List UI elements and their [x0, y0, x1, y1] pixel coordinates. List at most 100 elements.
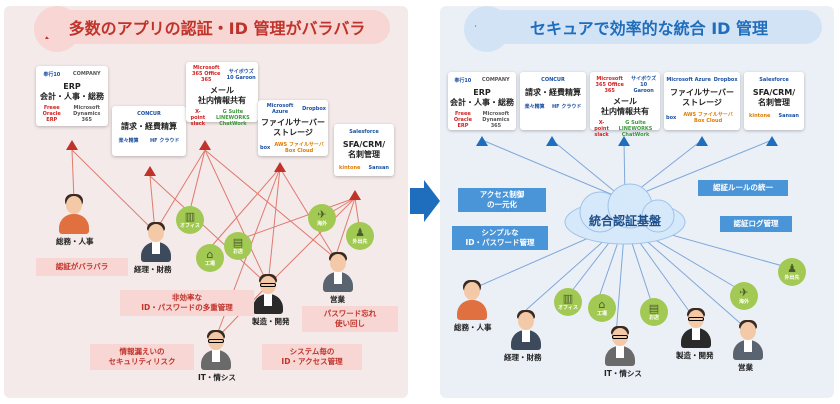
entry-point-icon [274, 162, 286, 172]
entry-point-icon [546, 136, 558, 146]
person-label: IT・情シス [604, 369, 642, 378]
logo-office365: Microsoft 365 Office 365 [192, 65, 221, 83]
factory-location-icon: ⌂工場 [196, 244, 224, 272]
problem-label: 非効率な ID・パスワードの多重管理 [120, 290, 254, 316]
logo-bugyo: 奉行10 [454, 77, 472, 84]
store-location-icon: ▤お店 [640, 298, 668, 326]
logo-garoon: サイボウズ 10 Garoon [631, 76, 657, 94]
logo-dynamics: Microsoft Dynamics 365 [73, 105, 101, 123]
office-location-icon: ▥オフィス [554, 288, 582, 316]
cloud-label: 統合認証基盤 [588, 214, 661, 228]
logo-xpoint: X-point slack [594, 120, 609, 138]
person-avatar [320, 252, 356, 294]
outside-location-icon: ♟外出先 [778, 258, 806, 286]
logo-concur: CONCUR [541, 77, 565, 83]
logo-dropbox: Dropbox [713, 77, 738, 83]
logo-freee-oracle: Freee Oracle ERP [453, 111, 472, 129]
benefit-label: 認証ログ管理 [720, 216, 792, 232]
app-card-sfa: Salesforce SFA/CRM/ 名刺管理 kintone Sansan [334, 124, 394, 176]
person-label: 営業 [330, 295, 345, 304]
logo-gsuite: G Suite LINEWORKS ChatWork [215, 109, 250, 127]
entry-point-icon [144, 166, 156, 176]
person-label: 製造・開発 [676, 351, 714, 360]
benefit-label: アクセス制御 の一元化 [458, 188, 546, 212]
logo-azure: Microsoft Azure [266, 103, 294, 115]
app-card-title: ERP 会計・人事・総務 [40, 82, 104, 101]
person-avatar [250, 274, 286, 316]
app-card-sfa: Salesforce SFA/CRM/ 名刺管理 kintone Sansan [744, 72, 804, 130]
entry-point-icon [349, 190, 361, 200]
logo-gsuite: G Suite LINEWORKS ChatWork [618, 120, 653, 138]
logo-dynamics: Microsoft Dynamics 365 [482, 111, 510, 129]
app-card-title: SFA/CRM/ 名刺管理 [752, 88, 796, 107]
app-card-title: ファイルサーバー ストレージ [261, 118, 325, 137]
logo-hf: HF クラウド [551, 103, 582, 110]
app-card-title: 請求・経費精算 [525, 88, 581, 97]
entry-point-icon [618, 136, 630, 146]
app-card-title: メール 社内情報共有 [601, 97, 649, 116]
logo-salesforce: Salesforce [349, 129, 379, 135]
logo-kintone: kintone [749, 113, 771, 119]
transition-arrow-icon [410, 180, 440, 222]
person-avatar [56, 194, 92, 236]
entry-point-icon [476, 136, 488, 146]
problem-label: 情報漏えいの セキュリティリスク [90, 344, 194, 370]
logo-box: box [666, 114, 677, 121]
app-card-title: 請求・経費精算 [121, 122, 177, 131]
logo-kintone: kintone [339, 165, 361, 171]
logo-rakuraku: 楽々精算 [118, 137, 139, 144]
person-avatar [198, 330, 234, 372]
person-label: 営業 [738, 363, 753, 372]
person-label: 経理・財務 [504, 353, 542, 362]
logo-freee-oracle: Freee Oracle ERP [42, 105, 61, 123]
logo-xpoint: X-point slack [190, 109, 206, 127]
entry-point-icon [696, 136, 708, 146]
person-avatar [602, 326, 638, 368]
person-avatar [138, 222, 174, 264]
benefit-label: 認証ルールの統一 [698, 180, 788, 196]
store-location-icon: ▤お店 [224, 232, 252, 260]
office-location-icon: ▥オフィス [176, 206, 204, 234]
person-avatar [454, 280, 490, 322]
logo-dropbox: Dropbox [302, 106, 326, 112]
person-label: 経理・財務 [134, 265, 172, 274]
person-avatar [508, 310, 544, 352]
problem-title: 多数のアプリの認証・ID 管理がバラバラ [44, 10, 390, 44]
person-avatar [730, 320, 766, 362]
logo-rakuraku: 楽々精算 [524, 103, 545, 110]
app-card-title: メール 社内情報共有 [198, 86, 246, 105]
logo-salesforce: Salesforce [759, 77, 789, 83]
overseas-location-icon: ✈海外 [308, 204, 336, 232]
entry-point-icon [766, 136, 778, 146]
logo-garoon: サイボウズ 10 Garoon [226, 68, 256, 81]
app-card-title: SFA/CRM/ 名刺管理 [342, 140, 386, 159]
logo-company: COMPANY [72, 71, 101, 77]
factory-location-icon: ⌂工場 [588, 294, 616, 322]
app-card-expense: CONCUR 請求・経費精算 楽々精算 HF クラウド [520, 72, 586, 130]
app-card-title: ERP 会計・人事・総務 [450, 88, 514, 107]
problem-label: システム毎の ID・アクセス管理 [262, 344, 362, 370]
problem-label: 認証がバラバラ [36, 258, 128, 276]
logo-hf: HF クラウド [149, 137, 180, 144]
person-label: 製造・開発 [252, 317, 290, 326]
person-label: IT・情シス [198, 373, 236, 382]
logo-aws: AWS ファイルサーバ Box Cloud [683, 112, 733, 124]
logo-office365: Microsoft 365 Office 365 [595, 75, 624, 94]
overseas-location-icon: ✈海外 [730, 282, 758, 310]
auth-cloud-icon [564, 183, 686, 245]
outside-location-icon: ♟外出先 [346, 222, 374, 250]
person-avatar [678, 308, 714, 350]
logo-sansan: Sansan [778, 113, 799, 119]
problem-label: パスワード忘れ 使い回し [302, 306, 398, 332]
solution-title: セキュアで効率的な統合 ID 管理 [476, 10, 822, 44]
entry-point-icon [66, 140, 78, 150]
benefit-label: シンプルな ID・パスワード管理 [452, 226, 548, 250]
logo-sansan: Sansan [368, 165, 389, 171]
person-label: 総務・人事 [56, 237, 94, 246]
